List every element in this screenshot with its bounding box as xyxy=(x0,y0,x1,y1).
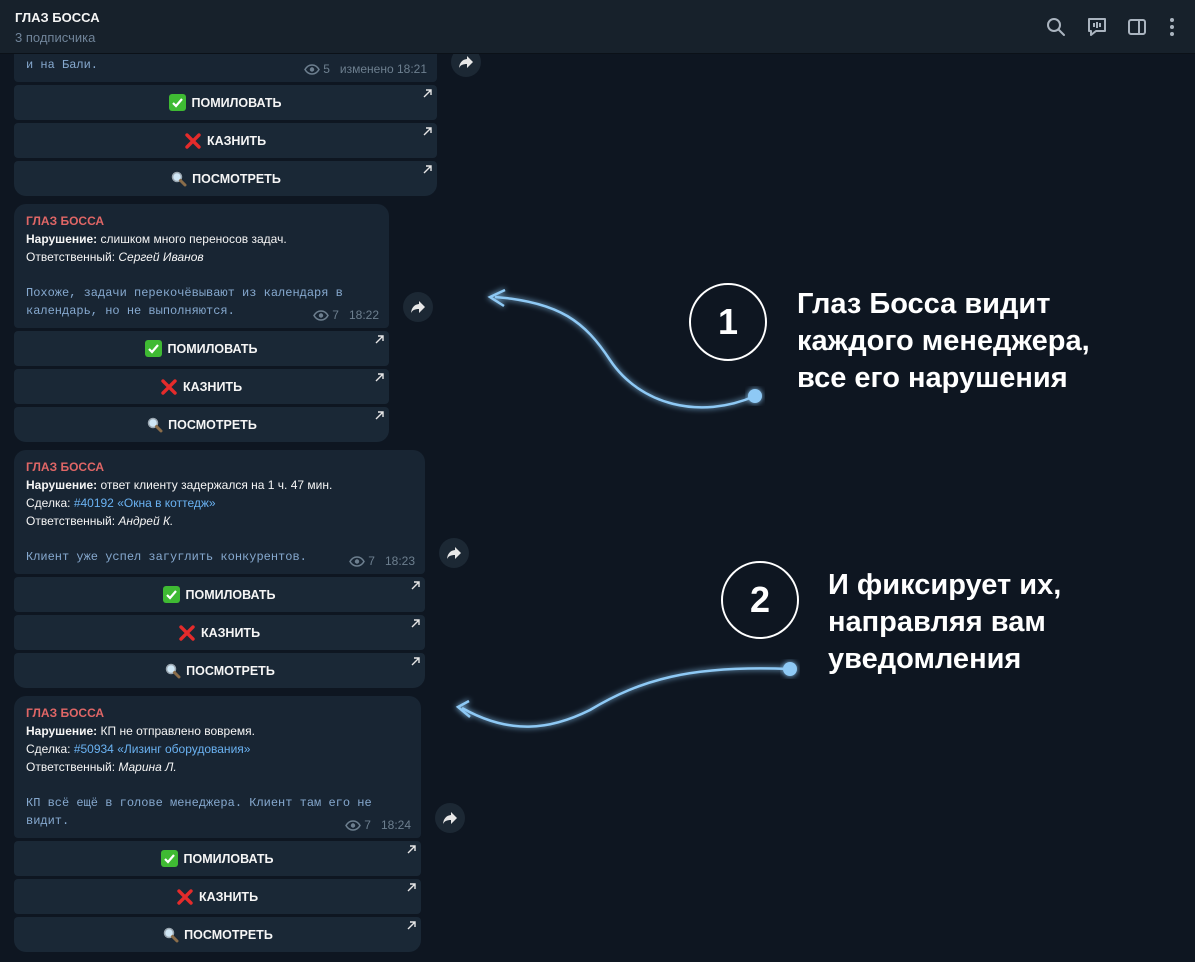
message-post: и на Бали. 5 изменено 18:21 ПОМИЛОВАТЬ К… xyxy=(14,40,437,196)
external-arrow-icon xyxy=(407,921,416,930)
deal-link[interactable]: #40192 «Окна в коттедж» xyxy=(73,496,216,510)
cross-icon xyxy=(177,888,194,905)
external-arrow-icon xyxy=(411,619,420,628)
comments-icon[interactable] xyxy=(1085,15,1109,39)
sidebar-toggle-icon[interactable] xyxy=(1125,15,1149,39)
execute-button[interactable]: КАЗНИТЬ xyxy=(14,615,425,650)
message-meta: 7 18:22 xyxy=(313,308,379,322)
execute-button[interactable]: КАЗНИТЬ xyxy=(14,369,389,404)
message-post: ГЛАЗ БОССА Нарушение: слишком много пере… xyxy=(14,204,389,442)
cross-icon xyxy=(161,378,178,395)
chat-header: ГЛАЗ БОССА 3 подписчика xyxy=(0,0,1195,54)
message-time: 18:24 xyxy=(380,818,411,832)
responsible-line: Ответственный: Андрей К. xyxy=(26,514,174,528)
external-arrow-icon xyxy=(423,127,432,136)
external-arrow-icon xyxy=(411,581,420,590)
message-post: ГЛАЗ БОССА Нарушение: ответ клиенту заде… xyxy=(14,450,425,688)
search-icon[interactable] xyxy=(1044,15,1068,39)
eye-icon xyxy=(345,819,362,831)
more-vertical-icon[interactable] xyxy=(1160,15,1184,39)
callout-1-text: Глаз Босса видит каждого менеджера, все … xyxy=(797,288,1090,394)
views-counter: 7 xyxy=(345,818,371,832)
pardon-button[interactable]: ПОМИЛОВАТЬ xyxy=(14,577,425,612)
responsible-line: Ответственный: Сергей Иванов xyxy=(26,250,204,264)
channel-title[interactable]: ГЛАЗ БОССА xyxy=(15,10,100,25)
message-time: 18:23 xyxy=(384,554,415,568)
views-counter: 7 xyxy=(313,308,339,322)
external-arrow-icon xyxy=(375,335,384,344)
view-button[interactable]: ПОСМОТРЕТЬ xyxy=(14,161,437,196)
message-sender: ГЛАЗ БОССА xyxy=(26,706,105,720)
subscriber-count: 3 подписчика xyxy=(15,30,96,45)
deal-line: Сделка: #50934 «Лизинг оборудования» xyxy=(26,742,251,756)
external-arrow-icon xyxy=(375,373,384,382)
message-meta: 7 18:23 xyxy=(349,554,415,568)
eye-icon xyxy=(349,555,366,567)
forward-icon xyxy=(459,56,473,68)
forward-button[interactable] xyxy=(435,803,465,833)
message-meta: 5 изменено 18:21 xyxy=(304,62,427,76)
forward-button[interactable] xyxy=(403,292,433,322)
execute-button[interactable]: КАЗНИТЬ xyxy=(14,123,437,158)
deal-link[interactable]: #50934 «Лизинг оборудования» xyxy=(73,742,251,756)
responsible-line: Ответственный: Марина Л. xyxy=(26,760,177,774)
forward-button[interactable] xyxy=(439,538,469,568)
violation-line: Нарушение: ответ клиенту задержался на 1… xyxy=(26,478,333,492)
pardon-button[interactable]: ПОМИЛОВАТЬ xyxy=(14,85,437,120)
eye-icon xyxy=(313,309,330,321)
magnifier-icon xyxy=(164,662,181,679)
external-arrow-icon xyxy=(375,411,384,420)
view-button[interactable]: ПОСМОТРЕТЬ xyxy=(14,653,425,688)
callout-1-number: 1 xyxy=(689,283,767,361)
message-post: ГЛАЗ БОССА Нарушение: КП не отправлено в… xyxy=(14,696,421,952)
message-bubble: ГЛАЗ БОССА Нарушение: слишком много пере… xyxy=(14,204,389,328)
magnifier-icon xyxy=(170,170,187,187)
checkmark-icon xyxy=(163,586,181,603)
message-bubble: ГЛАЗ БОССА Нарушение: ответ клиенту заде… xyxy=(14,450,425,574)
pardon-button[interactable]: ПОМИЛОВАТЬ xyxy=(14,841,421,876)
external-arrow-icon xyxy=(407,883,416,892)
deal-line: Сделка: #40192 «Окна в коттедж» xyxy=(26,496,216,510)
pardon-button[interactable]: ПОМИЛОВАТЬ xyxy=(14,331,389,366)
cross-icon xyxy=(179,624,196,641)
message-note: Похоже, задачи перекочёвывают из календа… xyxy=(26,286,343,318)
message-note: и на Бали. xyxy=(26,58,99,72)
external-arrow-icon xyxy=(407,845,416,854)
violation-line: Нарушение: слишком много переносов задач… xyxy=(26,232,287,246)
views-counter: 7 xyxy=(349,554,375,568)
checkmark-icon xyxy=(161,850,179,867)
forward-icon xyxy=(447,547,461,559)
message-note: КП всё ещё в голове менеджера. Клиент та… xyxy=(26,796,372,828)
message-meta: 7 18:24 xyxy=(345,818,411,832)
execute-button[interactable]: КАЗНИТЬ xyxy=(14,879,421,914)
message-note: Клиент уже успел загуглить конкурентов. xyxy=(26,550,307,564)
callout-2-text: И фиксирует их, направляя вам уведомлени… xyxy=(828,569,1062,675)
cross-icon xyxy=(185,132,202,149)
views-counter: 5 xyxy=(304,62,330,76)
external-arrow-icon xyxy=(423,165,432,174)
message-sender: ГЛАЗ БОССА xyxy=(26,214,105,228)
eye-icon xyxy=(304,63,321,75)
violation-line: Нарушение: КП не отправлено вовремя. xyxy=(26,724,255,738)
magnifier-icon xyxy=(146,416,163,433)
message-bubble: ГЛАЗ БОССА Нарушение: КП не отправлено в… xyxy=(14,696,421,838)
message-time: 18:22 xyxy=(348,308,379,322)
view-button[interactable]: ПОСМОТРЕТЬ xyxy=(14,917,421,952)
view-button[interactable]: ПОСМОТРЕТЬ xyxy=(14,407,389,442)
forward-icon xyxy=(411,301,425,313)
callout-2-number: 2 xyxy=(721,561,799,639)
forward-icon xyxy=(443,812,457,824)
external-arrow-icon xyxy=(411,657,420,666)
message-sender: ГЛАЗ БОССА xyxy=(26,460,105,474)
message-time: изменено 18:21 xyxy=(339,62,427,76)
checkmark-icon xyxy=(145,340,163,357)
external-arrow-icon xyxy=(423,89,432,98)
checkmark-icon xyxy=(169,94,187,111)
magnifier-icon xyxy=(162,926,179,943)
